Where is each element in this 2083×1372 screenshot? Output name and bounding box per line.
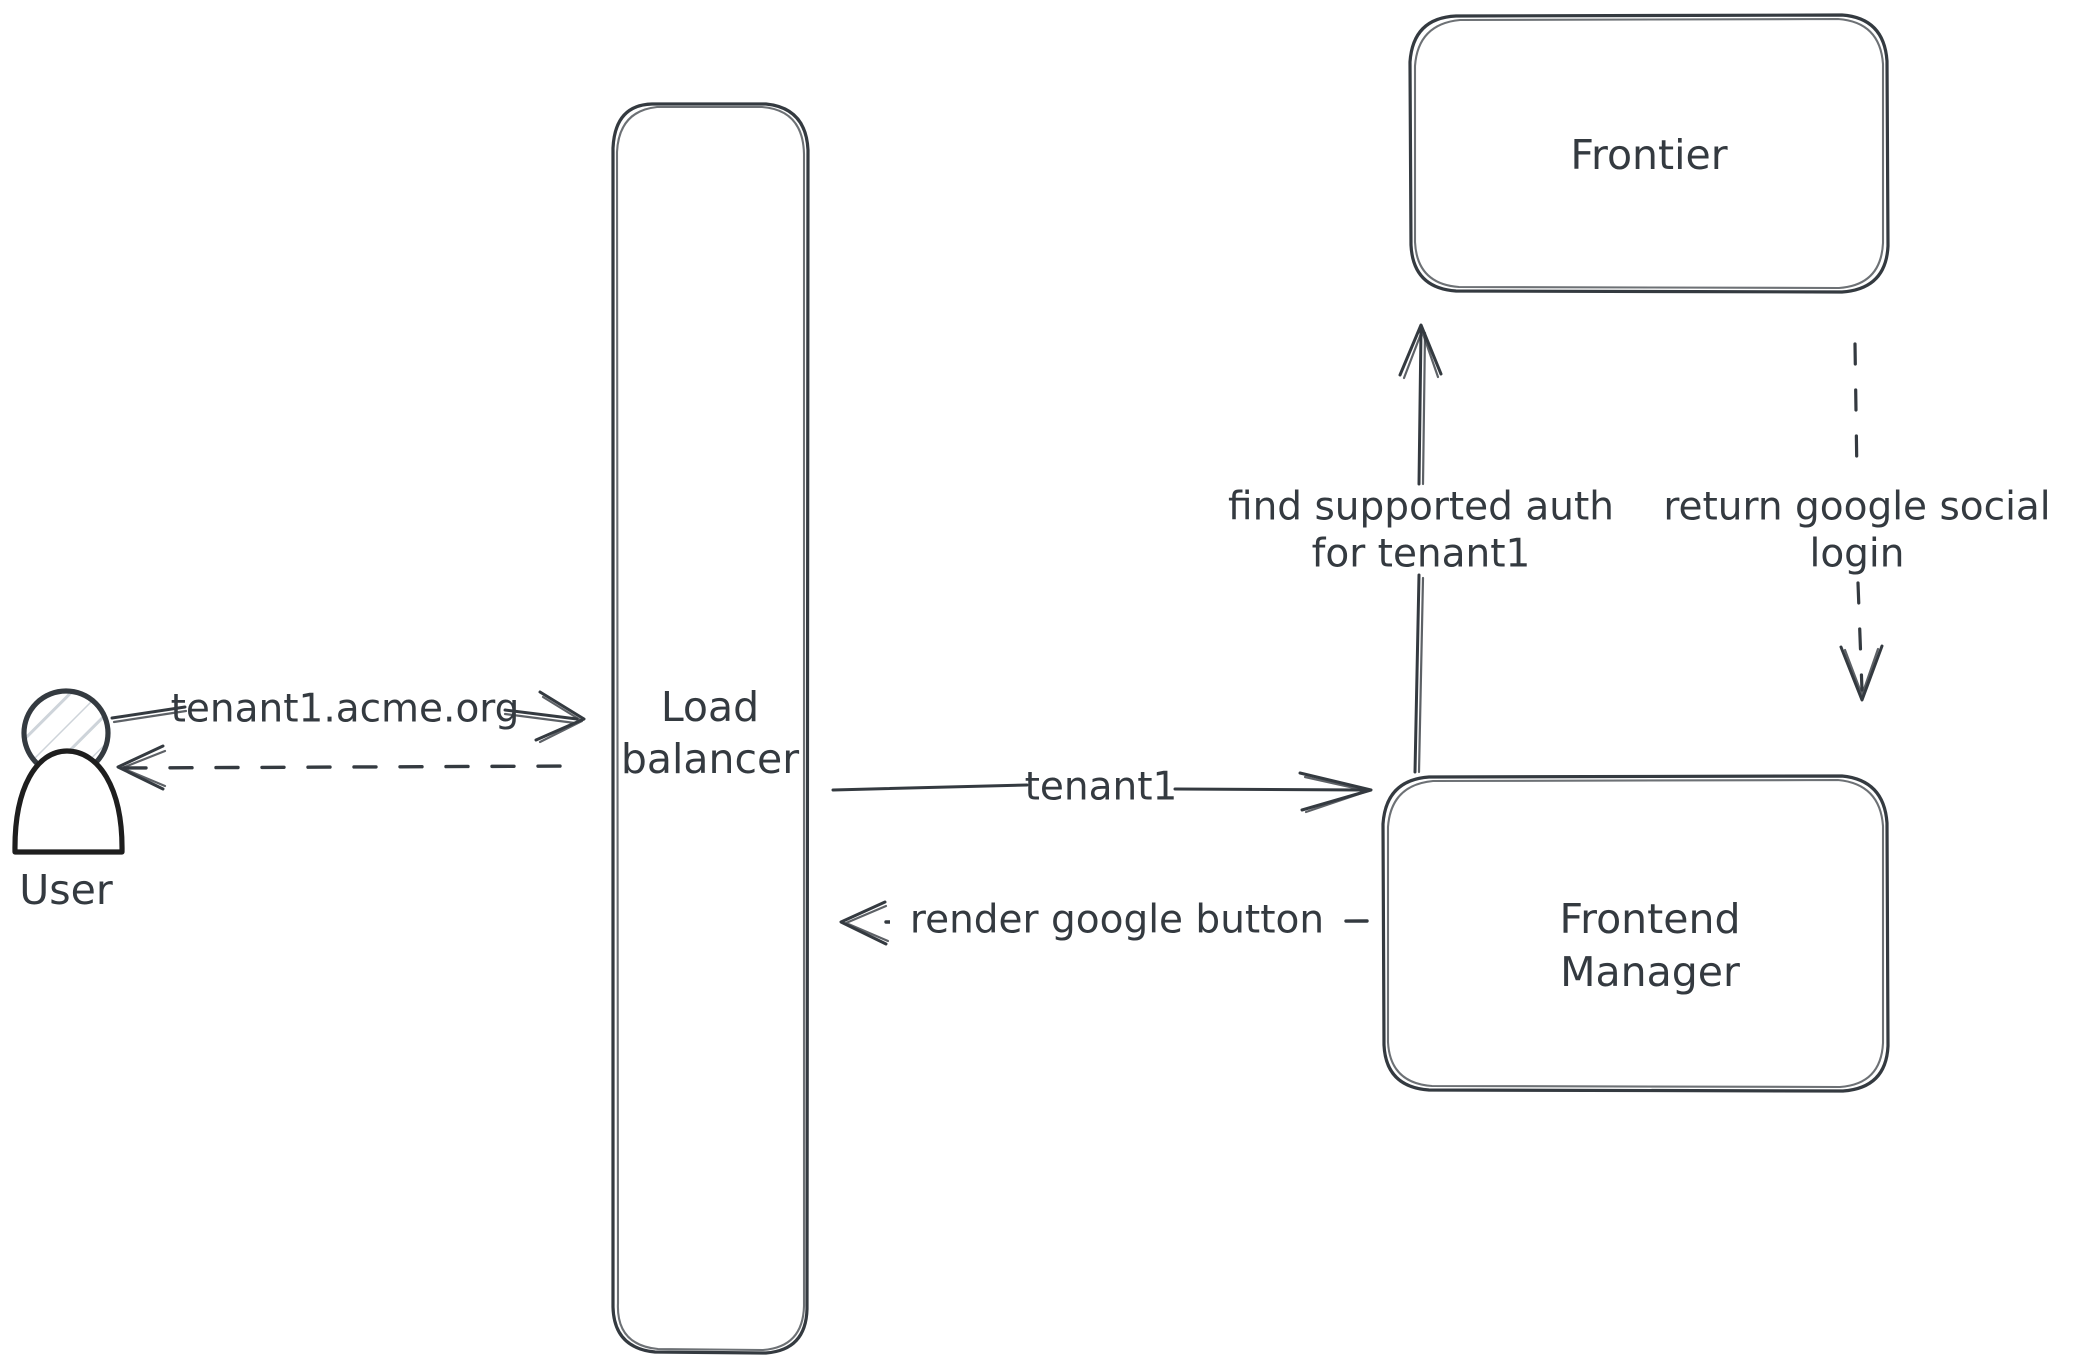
edge-user-to-lb-line-right-2 <box>503 712 577 725</box>
load-balancer-shape-second-pass <box>615 105 806 1352</box>
edge-fm-to-lb-label: render google button <box>910 898 1324 943</box>
load-balancer-label-line1: Load <box>661 683 759 731</box>
load-balancer-shape <box>611 102 810 1355</box>
edge-lb-to-fm-line-left <box>831 783 1029 792</box>
frontend-manager-shape <box>1381 774 1890 1093</box>
edge-fm-to-frontier-label-line2: for tenant1 <box>1312 532 1531 577</box>
edge-user-to-lb-label: tenant1.acme.org <box>171 687 520 732</box>
edge-fm-to-frontier-arrowhead-2 <box>1402 329 1440 380</box>
edge-frontier-to-fm-arrowhead <box>1839 644 1884 702</box>
edge-frontier-to-fm-label-line1: return google social <box>1663 485 2050 530</box>
load-balancer-label-line2: balancer <box>621 735 799 783</box>
node-load-balancer[interactable]: Load balancer <box>611 102 810 1355</box>
edge-fm-to-frontier-line-lower <box>1413 573 1421 774</box>
user-label: User <box>19 866 113 914</box>
edge-lb-to-fm-label: tenant1 <box>1025 765 1178 810</box>
edge-user-to-lb-line-right <box>503 708 579 721</box>
edge-user-to-lb-line-left <box>110 705 187 720</box>
edge-lb-to-user-arrowhead-2 <box>120 749 167 788</box>
edge-fm-to-frontier-line-upper <box>1417 328 1423 486</box>
edge-fm-to-frontier-line-upper-2 <box>1421 331 1427 486</box>
frontend-manager-label-line2: Manager <box>1560 948 1740 996</box>
edge-lb-to-user-arrowhead <box>116 744 165 791</box>
edge-frontier-to-fm-line-upper <box>1853 342 1859 480</box>
edge-frontier-to-fm-line-lower <box>1856 581 1864 692</box>
edge-fm-to-frontier-label-line1: find supported auth <box>1228 485 1614 530</box>
edge-frontier-to-frontend-manager[interactable]: return google social login <box>1663 342 2051 702</box>
edge-frontend-manager-to-frontier[interactable]: find supported auth for tenant1 <box>1228 323 1614 774</box>
actor-user[interactable]: User <box>12 688 125 914</box>
frontend-manager-shape-second-pass <box>1386 778 1885 1089</box>
node-frontier[interactable]: Frontier <box>1408 13 1890 294</box>
edge-user-to-lb-arrowhead-2 <box>538 695 584 744</box>
node-frontend-manager[interactable]: Frontend Manager <box>1381 774 1890 1093</box>
edge-fm-to-lb-arrowhead <box>839 900 888 946</box>
edge-user-to-load-balancer[interactable]: tenant1.acme.org <box>110 687 586 744</box>
frontend-manager-label-line1: Frontend <box>1560 895 1741 943</box>
edge-fm-to-lb-arrowhead-2 <box>844 904 890 943</box>
edge-load-balancer-to-frontend-manager[interactable]: tenant1 <box>831 765 1373 814</box>
frontier-label: Frontier <box>1570 131 1727 179</box>
edge-user-to-lb-line-left-2 <box>112 709 188 724</box>
frontier-shape <box>1408 13 1890 294</box>
edge-frontier-to-fm-label-line2: login <box>1809 532 1904 577</box>
edge-frontier-to-fm-arrowhead-2 <box>1843 647 1880 697</box>
edge-lb-to-user-line <box>122 764 580 770</box>
edge-load-balancer-to-user[interactable] <box>116 744 580 791</box>
edge-fm-to-frontier-line-lower-2 <box>1417 576 1425 774</box>
edge-lb-to-fm-line-right <box>1173 787 1367 792</box>
edge-lb-to-fm-arrowhead-2 <box>1303 775 1370 814</box>
edge-fm-to-lb-label-backing <box>890 893 1344 951</box>
frontier-shape-second-pass <box>1413 17 1885 290</box>
user-body-icon <box>12 748 125 855</box>
edge-user-to-lb-arrowhead <box>534 690 586 742</box>
edge-frontend-manager-to-load-balancer[interactable]: render google button <box>839 893 1369 951</box>
edge-fm-to-frontier-arrowhead <box>1398 323 1443 377</box>
edge-lb-to-fm-arrowhead <box>1298 771 1373 812</box>
